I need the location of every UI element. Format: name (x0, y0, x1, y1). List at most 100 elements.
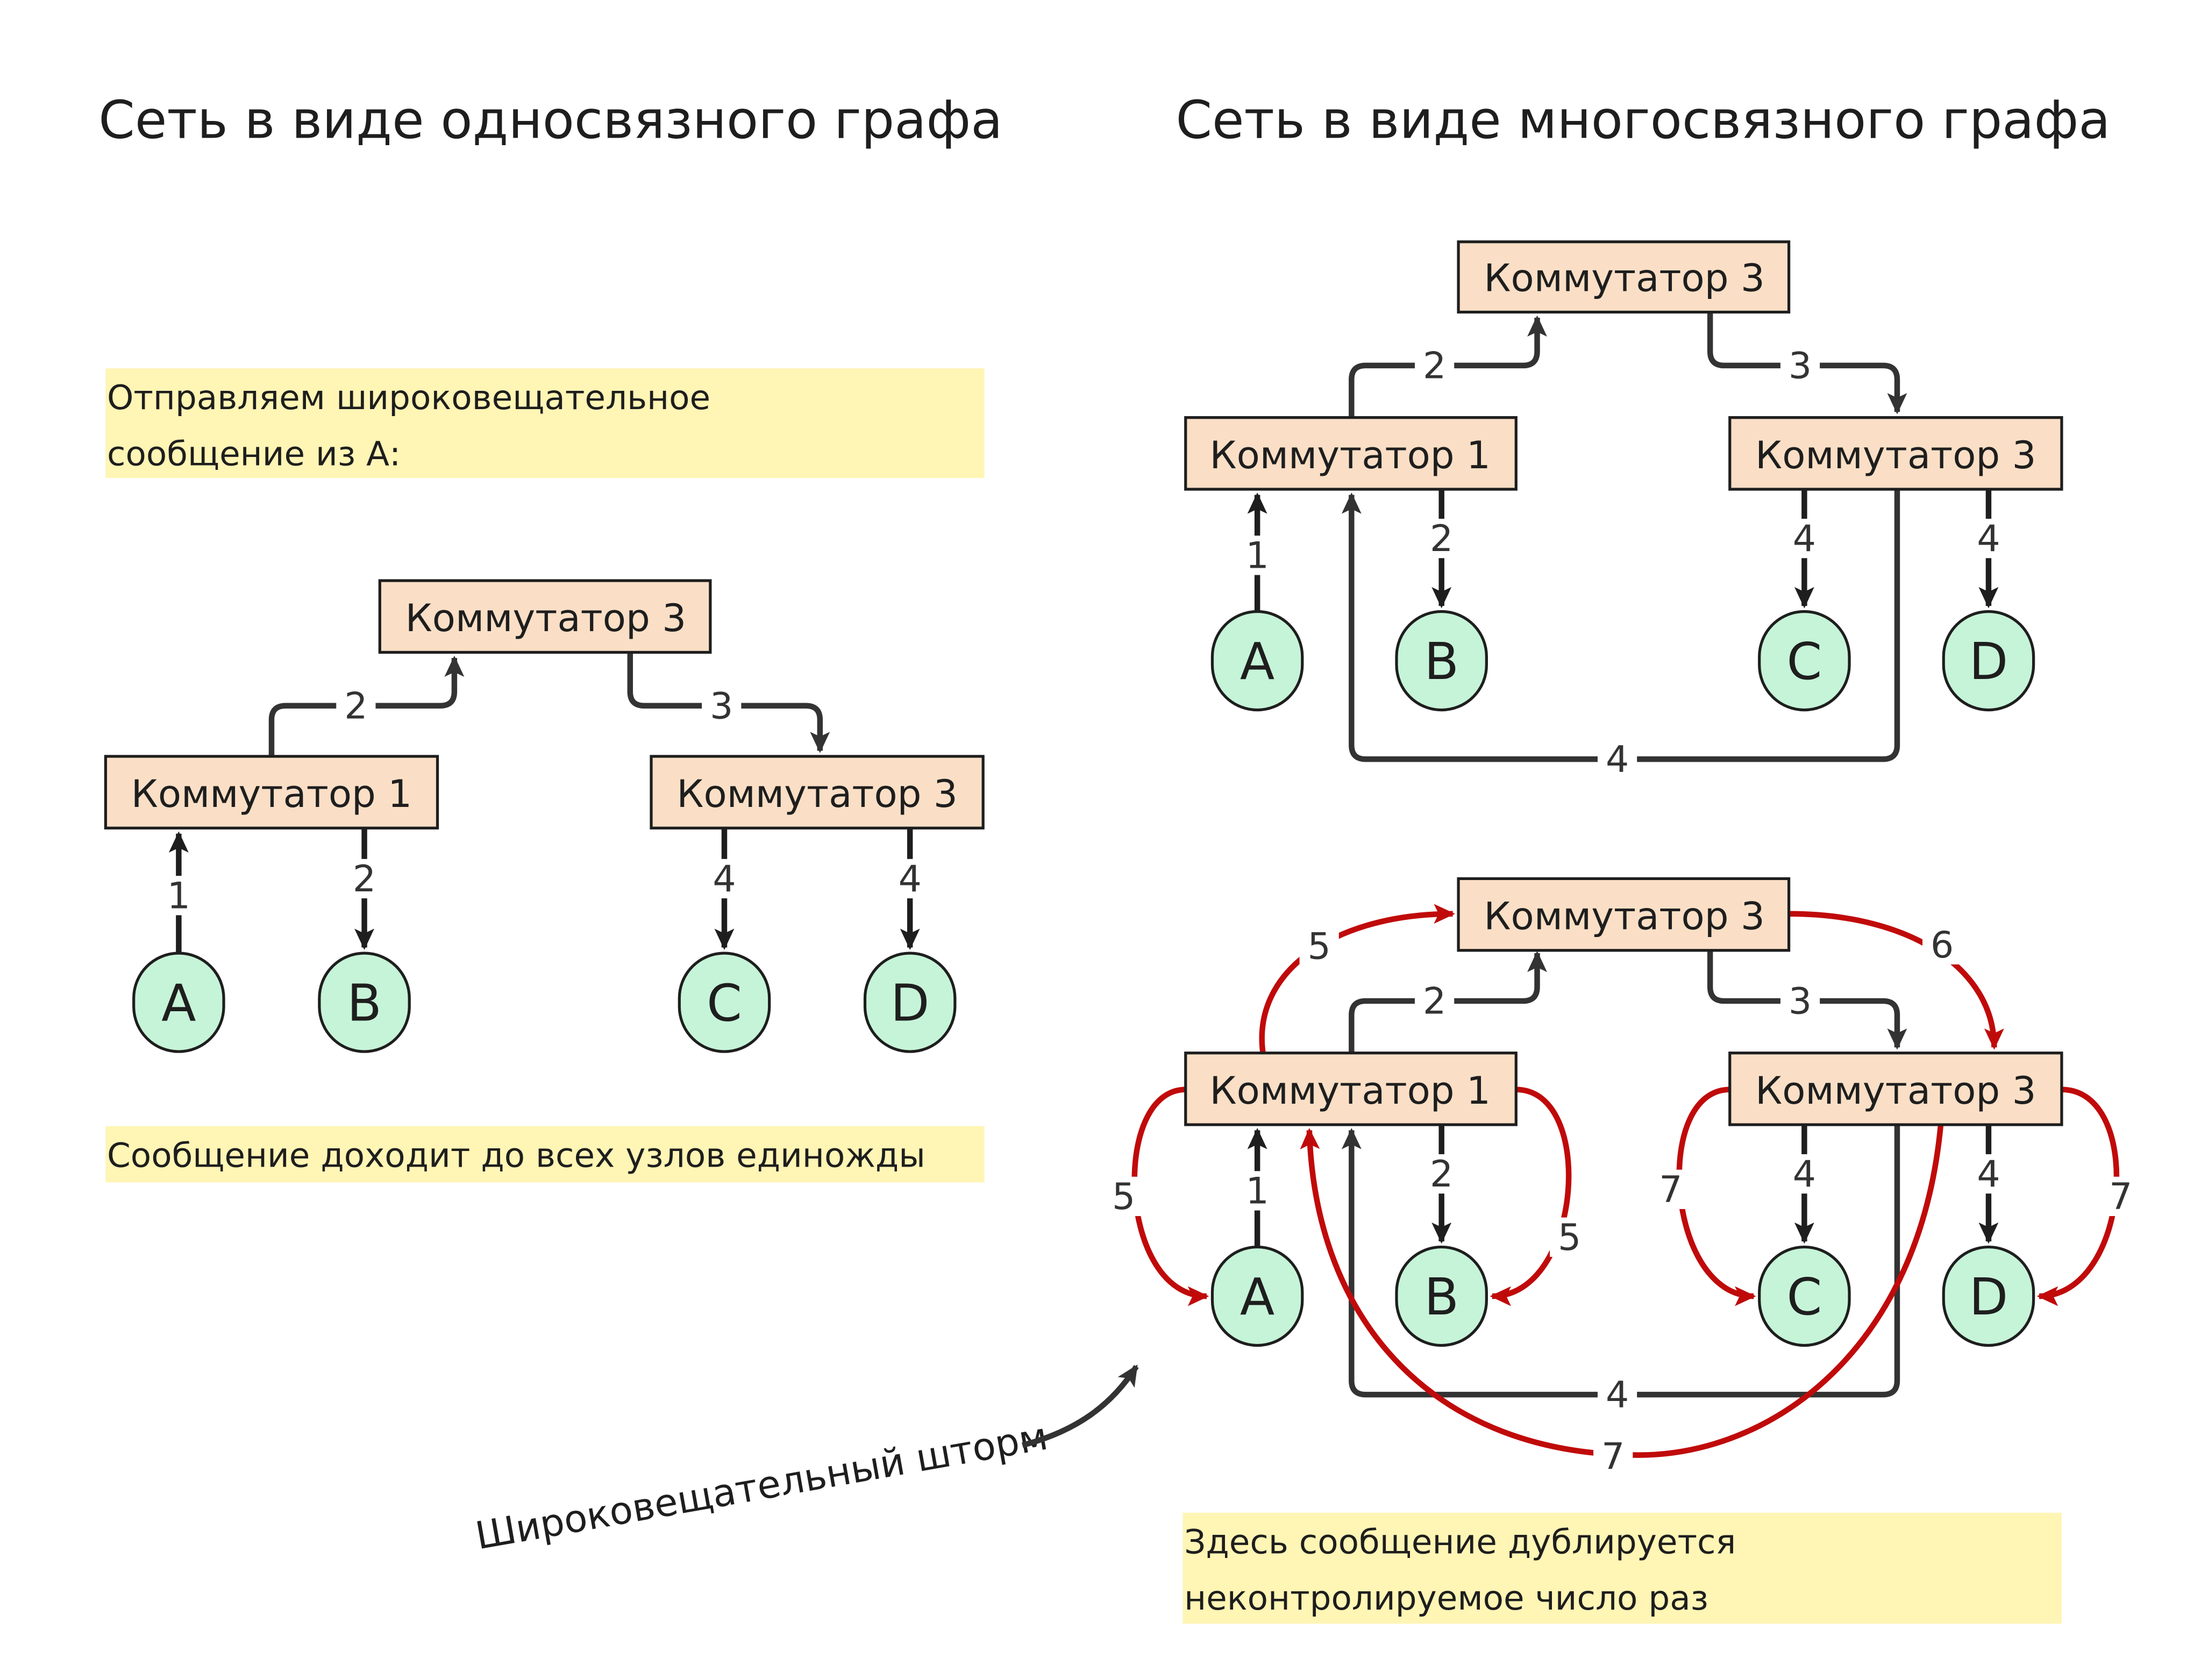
storm-kright-to-k1: 7 (1300, 1124, 1944, 1478)
edge-k1-to-ktop-label-gap (336, 686, 376, 726)
node-shape (1942, 1245, 2035, 1347)
edge-k1-to-ktop-label-gap (1415, 346, 1455, 385)
switch-box (650, 755, 985, 830)
note-broadcast-from-a: Отправляем широковещательное сообщение и… (105, 368, 985, 478)
storm-k1-to-b: 5 (1490, 1086, 1590, 1306)
node-label: C (1787, 1268, 1822, 1327)
node-b[interactable]: B (1395, 610, 1488, 712)
edge-k1-to-b: 2 (1422, 1125, 1462, 1244)
node-label: D (891, 975, 929, 1033)
edge-kright-to-k1-loop-label: 4 (1606, 739, 1629, 781)
node-shape (1395, 610, 1488, 712)
storm-k1-to-ktop-label: 5 (1308, 925, 1331, 968)
switch-top[interactable]: Коммутатор 3 (1457, 240, 1791, 314)
edge-k1-to-b-label-gap (1422, 518, 1462, 559)
edge-kright-to-c: 4 (704, 828, 744, 950)
edge-k1-to-ktop-label: 2 (344, 685, 367, 727)
right-title: Сеть в виде многосвязного графа (1176, 89, 2110, 150)
node-b[interactable]: B (1395, 1245, 1488, 1347)
switch-top[interactable]: Коммутатор 3 (378, 579, 712, 654)
node-shape (1758, 610, 1851, 712)
storm-kright-to-d: 7 (2036, 1086, 2141, 1306)
note-line-1: Здесь сообщение дублируется (1184, 1522, 1736, 1562)
node-shape (1758, 1245, 1851, 1347)
storm-k1-to-a-label-gap (1104, 1176, 1144, 1217)
edge-kright-to-d-label-gap (1969, 1154, 2008, 1194)
edge-ktop-to-kright: 3 (1707, 947, 1907, 1050)
storm-annotation-text: Широковещательный шторм (472, 1414, 1051, 1559)
edge-kright-to-c-label: 4 (1793, 518, 1816, 560)
node-label: C (707, 975, 742, 1033)
note-delivered-once: Сообщение доходит до всех узлов единожды (105, 1126, 985, 1183)
node-label: D (1969, 1268, 2008, 1327)
storm-annotation: Широковещательный шторм (472, 1364, 1139, 1559)
note-line-1: Отправляем широковещательное (107, 378, 710, 417)
storm-pointer-arrow (1022, 1364, 1139, 1448)
edge-kright-to-k1-loop: 4 (1341, 489, 1900, 781)
edge-k1-to-ktop: 2 (1349, 950, 1547, 1053)
switch-label: Коммутатор 3 (405, 596, 686, 640)
node-shape (678, 952, 771, 1053)
edge-kright-to-c: 4 (1784, 489, 1824, 609)
switch-box (104, 755, 439, 830)
edge-k1-to-ktop-label: 2 (1423, 345, 1446, 387)
node-c[interactable]: C (1758, 1245, 1851, 1347)
storm-kright-to-k1-label: 7 (1601, 1436, 1625, 1478)
edge-a-to-k1: 1 (1237, 1128, 1277, 1247)
note-background (105, 1126, 985, 1183)
switch-label: Коммутатор 1 (1209, 433, 1490, 477)
node-c[interactable]: C (1758, 610, 1851, 712)
switch-label: Коммутатор 3 (676, 771, 957, 816)
note-duplicated: Здесь сообщение дублируется неконтролиру… (1183, 1512, 2062, 1624)
edge-kright-to-d-label-gap (890, 859, 930, 899)
switch-label: Коммутатор 1 (1209, 1068, 1490, 1113)
edge-kright-to-d-label-gap (1969, 518, 2008, 559)
storm-k1-to-a-label: 5 (1112, 1176, 1135, 1218)
node-d[interactable]: D (1942, 1245, 2035, 1347)
edge-kright-to-c: 4 (1784, 1125, 1824, 1244)
node-a[interactable]: A (1210, 610, 1304, 712)
edge-kright-to-d: 4 (1969, 489, 2008, 609)
switch-label: Коммутатор 1 (131, 771, 412, 816)
node-d[interactable]: D (1942, 610, 2035, 712)
edge-kright-to-k1-loop-label: 4 (1606, 1374, 1629, 1417)
node-label: A (1240, 1268, 1274, 1327)
edge-a-to-k1-label: 1 (167, 875, 190, 917)
node-d[interactable]: D (863, 952, 957, 1053)
edge-kright-to-d-label: 4 (1977, 518, 2000, 560)
node-a[interactable]: A (132, 952, 225, 1053)
node-b[interactable]: B (318, 952, 411, 1053)
node-label: B (1424, 1268, 1459, 1327)
edge-kright-to-c-label-gap (704, 859, 744, 899)
edge-k1-to-b-label: 2 (353, 858, 376, 900)
storm-kright-to-c: 7 (1651, 1086, 1756, 1306)
edge-k1-to-b-label-gap (1422, 1154, 1462, 1194)
edge-kright-to-k1-loop-label-gap (1597, 739, 1637, 779)
note-background (105, 368, 985, 478)
switch-right[interactable]: Коммутатор 3 (650, 755, 985, 830)
edge-ktop-to-kright-label: 3 (1789, 345, 1812, 387)
edge-a-to-k1-label-gap (159, 876, 198, 916)
switch-box (1184, 416, 1518, 491)
node-shape (132, 952, 225, 1053)
switch-box (1184, 1052, 1518, 1126)
edge-a-to-k1-label-gap (1237, 1171, 1277, 1211)
node-a[interactable]: A (1210, 1245, 1304, 1347)
left-title: Сеть в виде односвязного графа (98, 89, 1002, 150)
edge-ktop-to-kright-label-gap (1780, 346, 1820, 385)
switch-left[interactable]: Коммутатор 1 (1184, 1052, 1518, 1126)
storm-k1-to-b-line (1490, 1086, 1572, 1306)
switch-right[interactable]: Коммутатор 3 (1728, 416, 2063, 491)
node-c[interactable]: C (678, 952, 771, 1053)
switch-left[interactable]: Коммутатор 1 (1184, 416, 1518, 491)
switch-right[interactable]: Коммутатор 3 (1728, 1052, 2063, 1126)
switch-left[interactable]: Коммутатор 1 (104, 755, 439, 830)
switch-top[interactable]: Коммутатор 3 (1457, 877, 1791, 952)
edge-k1-to-b: 2 (1422, 489, 1462, 609)
left-graph: Коммутатор 3 Коммутатор 1 Коммутатор 3 A… (104, 579, 985, 1053)
edge-kright-to-k1-loop-label-gap (1597, 1375, 1637, 1414)
